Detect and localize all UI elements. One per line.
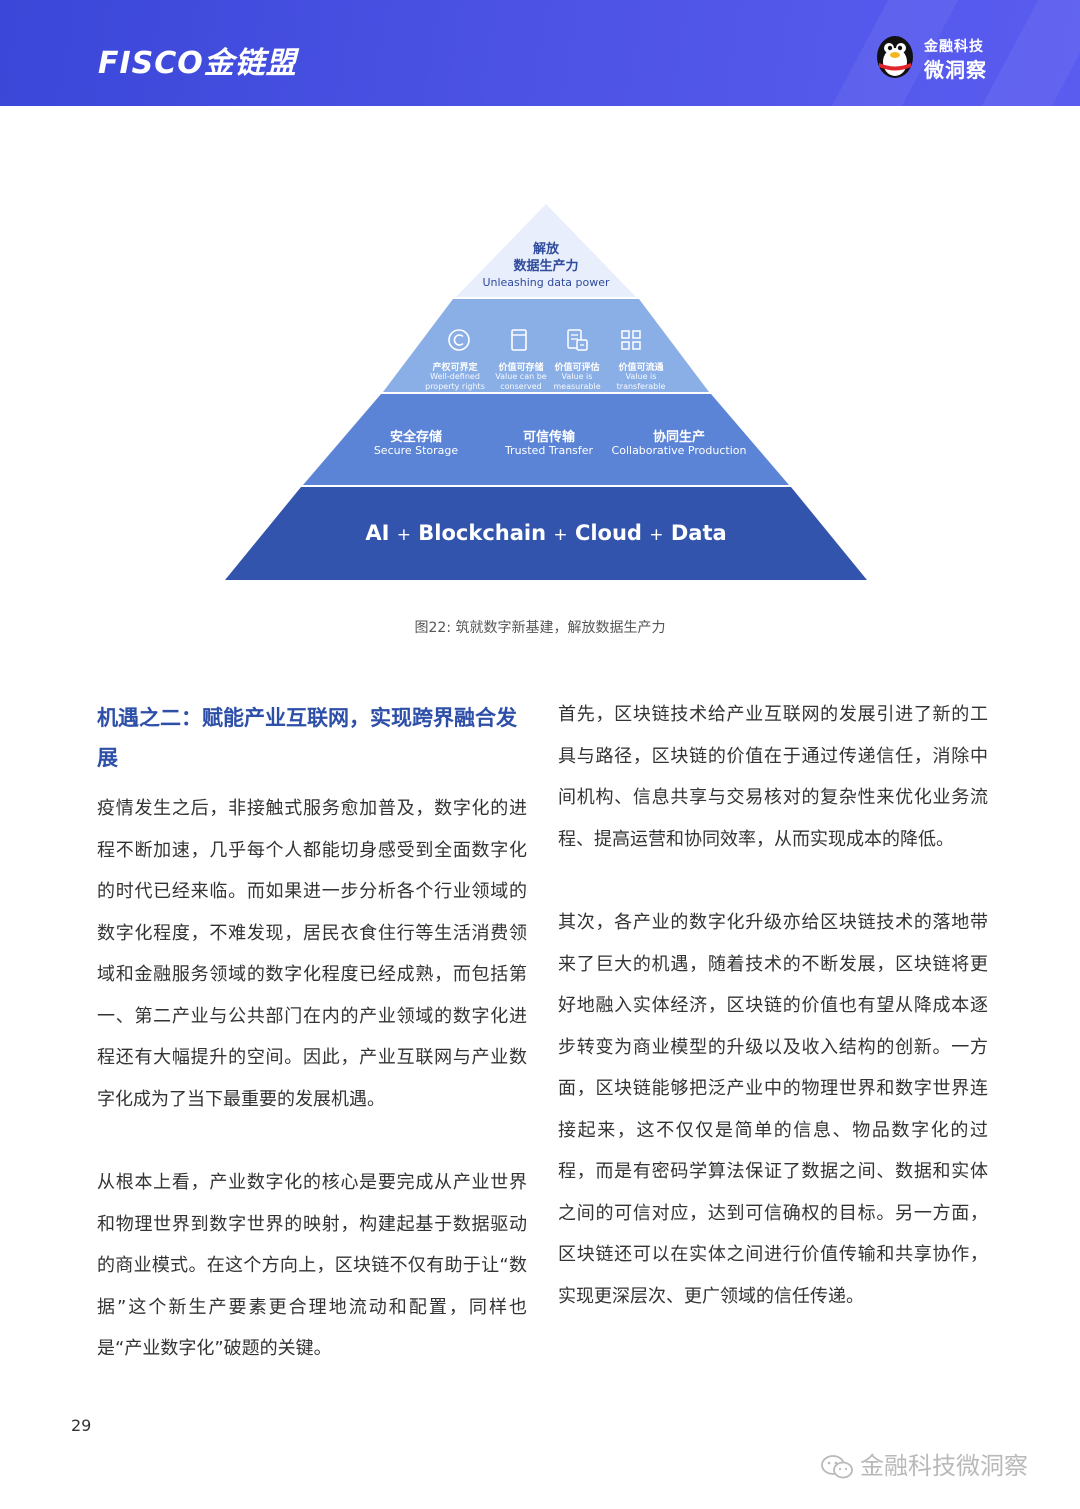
pyramid-shapes [225, 204, 867, 580]
copyright-icon [448, 329, 470, 351]
pyramid-figure: 解放 数据生产力 Unleashing data power 产权可界定 Wel… [225, 204, 867, 581]
right-paragraph-2: 其次，各产业的数字化升级亦给区块链技术的落地带来了巨大的机遇，随着技术的不断发展… [558, 912, 988, 1307]
tech-blockchain: Blockchain [418, 521, 547, 545]
tech-cloud: Cloud [574, 521, 642, 545]
level2-sub-4a: Value is [625, 372, 657, 381]
paragraph-gap [558, 860, 988, 902]
account-name-line1: 金融科技 [924, 39, 984, 55]
level2-label-1: 产权可界定 [432, 363, 478, 373]
level2-sub-1a: Well-defined [430, 372, 480, 381]
pyramid-level-1 [456, 204, 636, 297]
pyramid-level-2 [383, 299, 709, 392]
account-name-line2: 微洞察 [924, 58, 987, 82]
level2-label-2: 价值可存储 [498, 363, 544, 373]
plus-sign: + [396, 525, 411, 545]
watermark-text: 金融科技微洞察 [860, 1452, 1028, 1480]
wechat-account-logo: 金融科技 微洞察 [870, 30, 1050, 82]
level2-sub-4b: transferable [616, 382, 666, 391]
figure-caption: 图22: 筑就数字新基建，解放数据生产力 [414, 620, 666, 636]
tech-data: Data [670, 521, 727, 545]
level3-label-2: 可信传输 [522, 430, 575, 445]
level2-sub-2a: Value can be [495, 372, 547, 381]
pyramid-level-4 [225, 487, 867, 580]
level2-label-4: 价值可流通 [618, 363, 664, 373]
evaluate-icon [567, 329, 588, 351]
right-column: 首先，区块链技术给产业互联网的发展引进了新的工具与路径，区块链的价值在于通过传递… [558, 698, 988, 1317]
plus-sign: + [553, 525, 568, 545]
plus-sign: + [649, 525, 664, 545]
right-paragraph-1: 首先，区块链技术给产业互联网的发展引进了新的工具与路径，区块链的价值在于通过传递… [558, 704, 988, 850]
level2-label-3: 价值可评估 [554, 363, 600, 373]
pyramid-level-3 [303, 394, 789, 485]
wechat-icon [821, 1455, 853, 1479]
fisco-logo: FISCO金链盟 [98, 46, 297, 81]
level2-sub-1b: property rights [425, 382, 485, 391]
header-banner: FISCO金链盟 金融科技 微洞察 [0, 0, 1080, 106]
level1-title-line2: 数据生产力 [513, 259, 579, 274]
page-number: 29 [71, 1416, 92, 1435]
grid-icon [621, 330, 641, 350]
level3-sub-2: Trusted Transfer [504, 444, 594, 457]
level2-sub-3b: measurable [553, 382, 601, 391]
left-paragraph-2: 从根本上看，产业数字化的核心是要完成从产业世界和物理世界到数字世界的映射，构建起… [97, 1172, 527, 1359]
level4-technologies: AI + Blockchain + Cloud + Data [225, 521, 867, 545]
level3-sub-3: Collaborative Production [611, 444, 747, 457]
level1-subtitle: Unleashing data power [482, 276, 610, 289]
level3-label-1: 安全存储 [389, 430, 442, 445]
level3-sub-1: Secure Storage [373, 444, 459, 457]
level2-sub-3a: Value is [561, 372, 593, 381]
watermark: 金融科技微洞察 [820, 1446, 1028, 1480]
section-heading: 机遇之二：赋能产业互联网，实现跨界融合发展 [97, 706, 517, 770]
left-column: 机遇之二：赋能产业互联网，实现跨界融合发展 疫情发生之后，非接触式服务愈加普及，… [97, 698, 527, 1370]
tech-ai: AI [365, 521, 390, 545]
paragraph-gap [97, 1120, 527, 1162]
level1-title-line1: 解放 [532, 242, 559, 257]
level3-label-3: 协同生产 [652, 430, 705, 445]
storage-icon [511, 329, 527, 351]
penguin-mascot-icon [877, 36, 913, 78]
left-paragraph-1: 疫情发生之后，非接触式服务愈加普及，数字化的进程不断加速，几乎每个人都能切身感受… [97, 798, 527, 1110]
level2-sub-2b: conserved [500, 382, 542, 391]
